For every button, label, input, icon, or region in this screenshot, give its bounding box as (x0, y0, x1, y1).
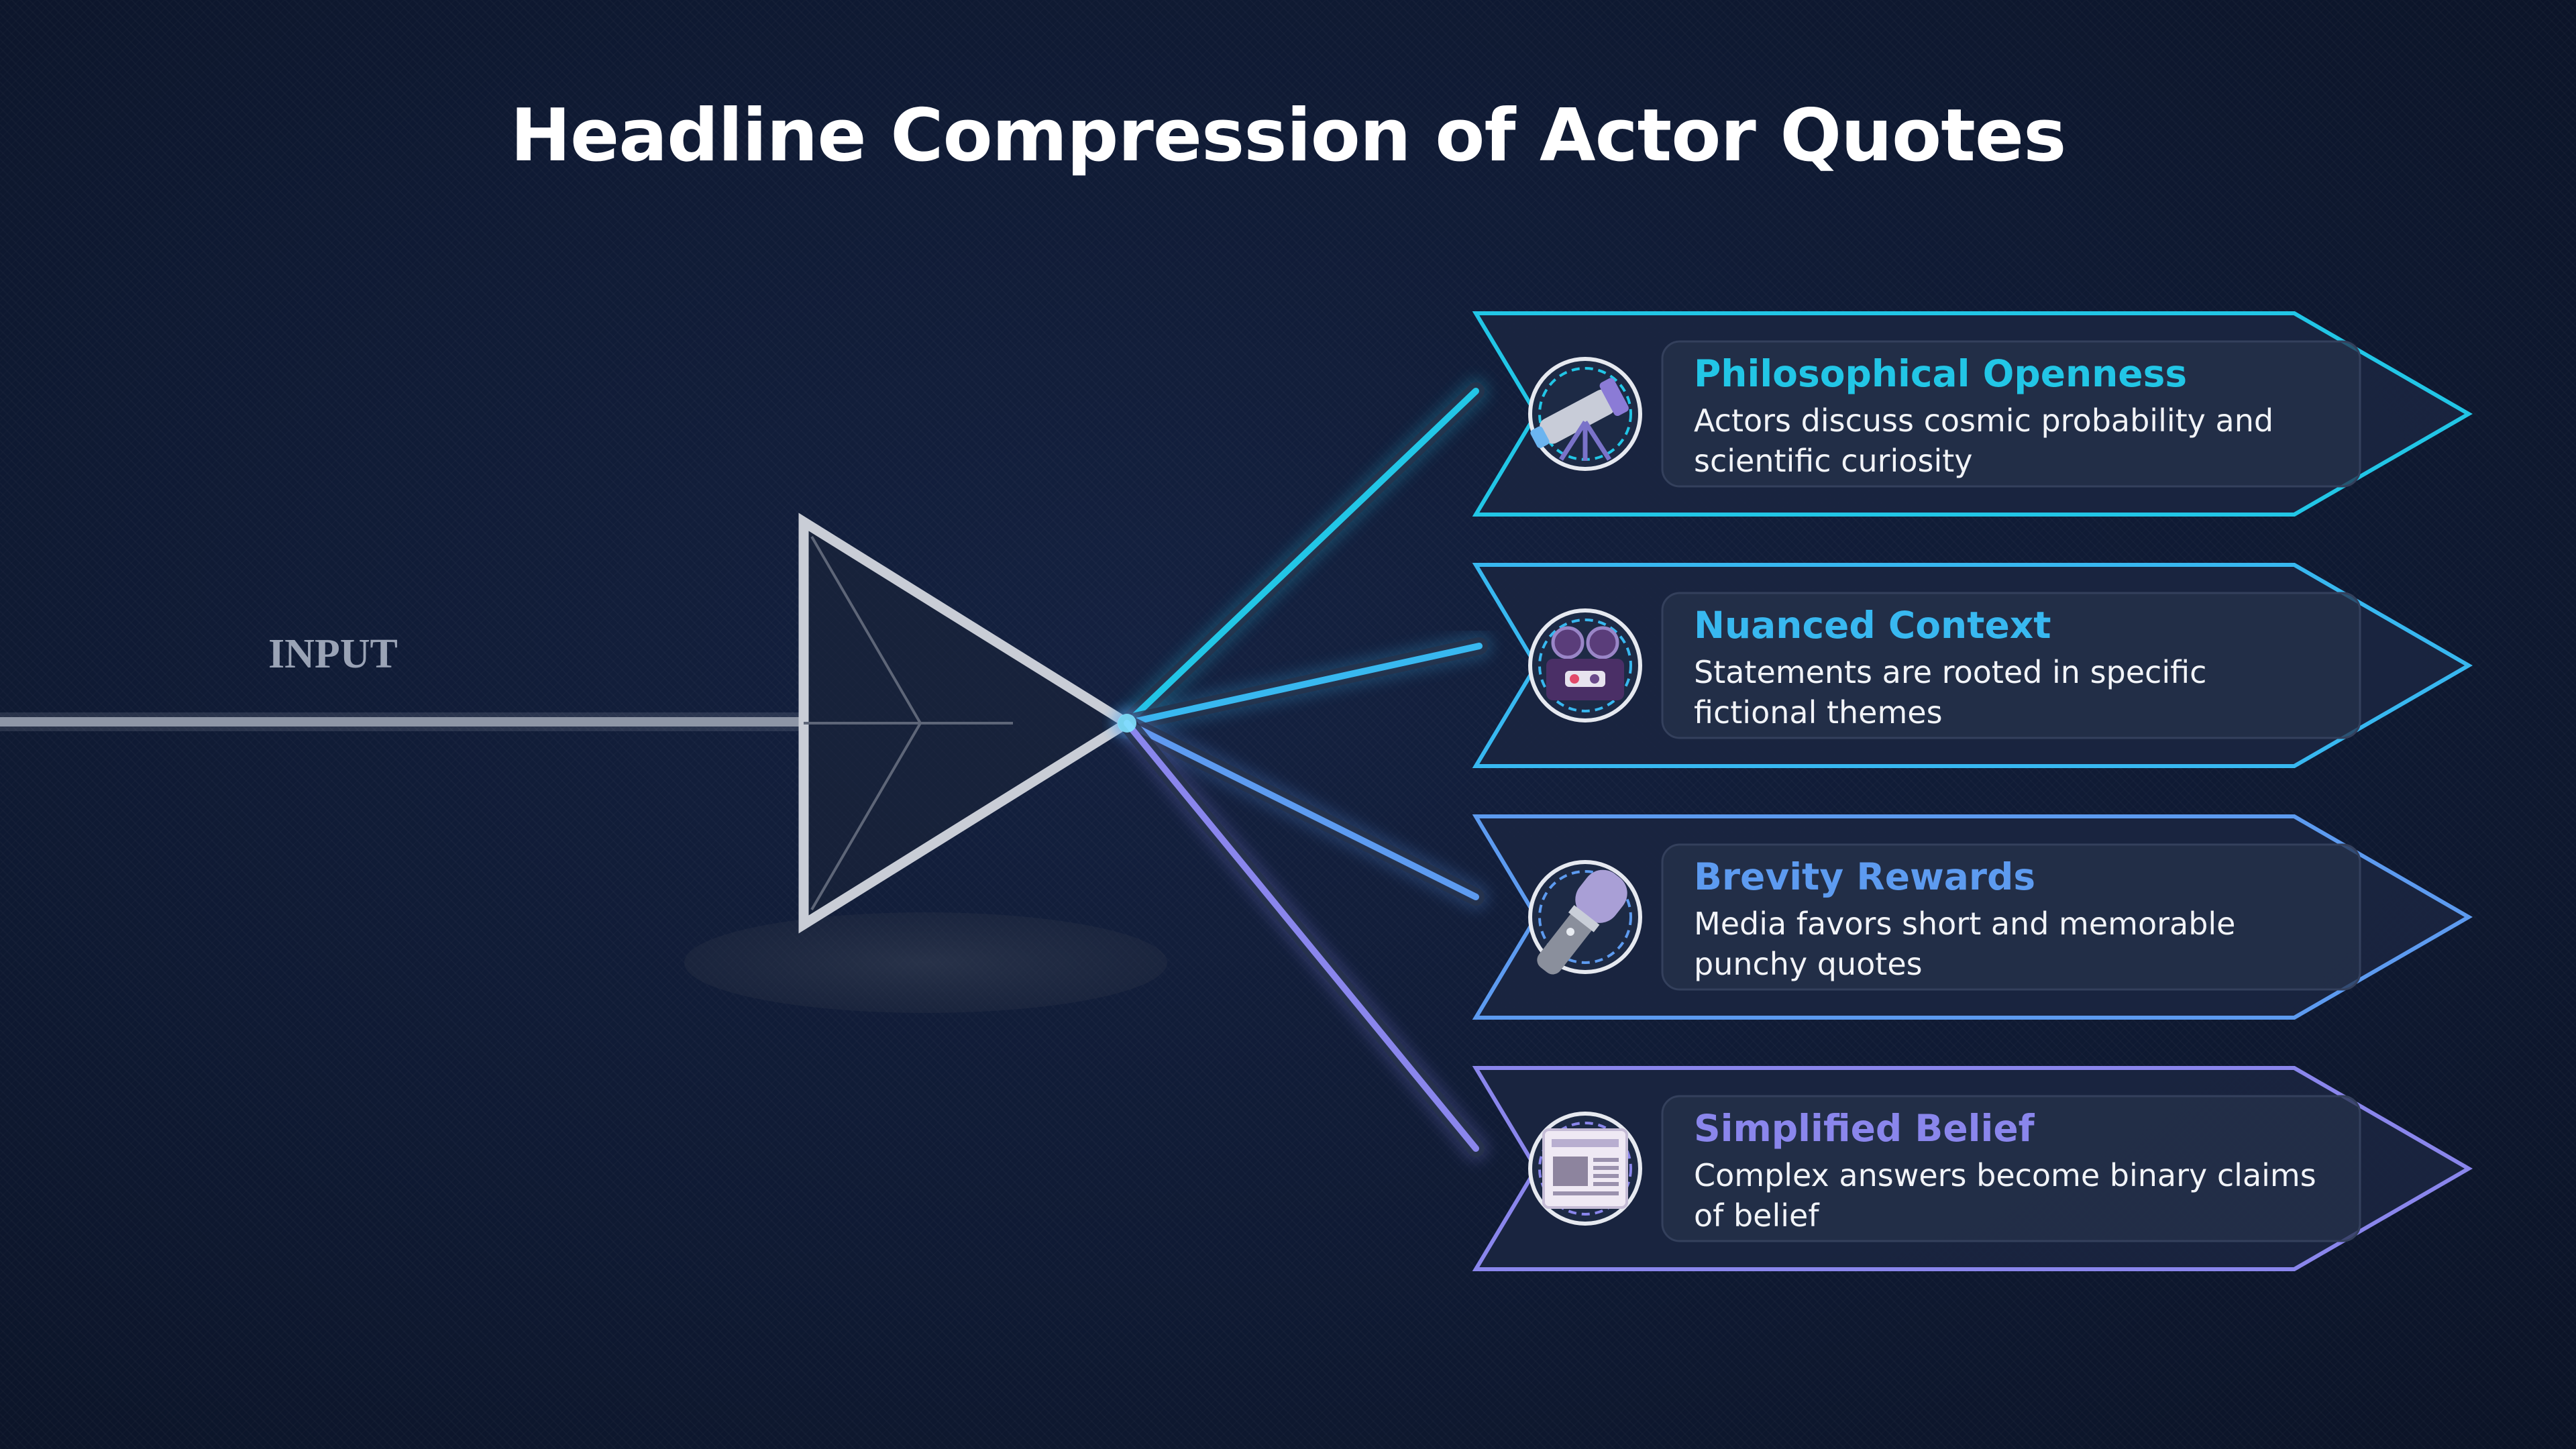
output-card-description: Media favors short and memorable punchy … (1694, 906, 2236, 982)
output-ray-brevity-rewards (1124, 720, 1479, 900)
output-card-description: Actors discuss cosmic probability and sc… (1694, 402, 2274, 479)
output-ray-nuanced-context (1124, 643, 1483, 727)
output-card-text-nuanced-context: Nuanced Context Statements are rooted in… (1694, 602, 2338, 733)
output-card-simplified-belief (1472, 1066, 2473, 1271)
prism-focal-point (1118, 714, 1136, 733)
output-card-text-simplified-belief: Simplified Belief Complex answers become… (1694, 1106, 2338, 1236)
output-ray-simplified-belief (1124, 720, 1479, 1152)
output-card-text-brevity-rewards: Brevity Rewards Media favors short and m… (1694, 854, 2338, 984)
output-card-title: Philosophical Openness (1694, 352, 2188, 395)
page-title: Headline Compression of Actor Quotes (510, 94, 2067, 178)
prism-shadow (684, 912, 1167, 1013)
output-cards (1472, 311, 2473, 1271)
newspaper-icon (1528, 1112, 1642, 1226)
card-inner-panel (1661, 843, 2361, 991)
output-card-text-philosophical-openness: Philosophical Openness Actors discuss co… (1694, 351, 2338, 481)
output-card-title: Nuanced Context (1694, 604, 2051, 647)
film-projector-icon (1528, 608, 1642, 722)
card-inner-panel (1661, 1095, 2361, 1242)
prism (798, 513, 1137, 934)
output-card-nuanced-context (1472, 563, 2473, 768)
card-inner-panel (1661, 592, 2361, 739)
output-card-title: Brevity Rewards (1694, 855, 2036, 898)
input-beam (0, 717, 805, 727)
telescope-icon (1528, 357, 1642, 471)
output-card-description: Complex answers become binary claims of … (1694, 1157, 2316, 1234)
output-ray-philosophical-openness (1124, 388, 1479, 727)
output-card-brevity-rewards (1472, 814, 2473, 1020)
output-rays (1114, 378, 1493, 1162)
card-inner-panel (1661, 340, 2361, 488)
output-card-philosophical-openness (1472, 311, 2473, 517)
microphone-icon (1528, 860, 1642, 975)
input-label: INPUT (268, 631, 398, 677)
output-card-title: Simplified Belief (1694, 1107, 2035, 1150)
output-card-description: Statements are rooted in specific fictio… (1694, 654, 2207, 731)
